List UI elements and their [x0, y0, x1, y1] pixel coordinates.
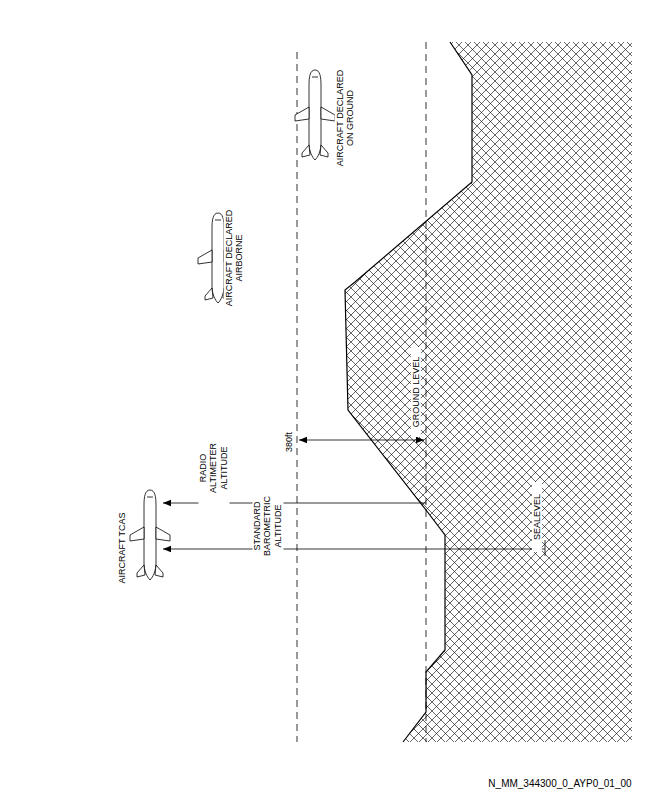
barometric-altitude-arrow: [163, 549, 545, 550]
airborne-threshold-line: [297, 52, 298, 742]
status-label: AIRCRAFT DECLARED AIRBORNE: [224, 208, 245, 308]
aircraft-on-ground: [295, 70, 335, 160]
terrain: [345, 42, 632, 742]
altitude-label: STANDARD BAROMETRIC ALTITUDE: [252, 493, 283, 559]
level-label: SEALEVEL: [532, 482, 542, 552]
dimension-label: 380ft: [284, 422, 294, 462]
level-label: GROUND LEVEL: [411, 347, 421, 437]
ground-level-line: [426, 42, 427, 742]
terrain-outline: [345, 42, 472, 742]
dimension-380ft: [299, 440, 424, 441]
aircraft-tcas: [130, 490, 170, 580]
status-label: AIRCRAFT DECLARED ON GROUND: [335, 68, 356, 168]
sea-level-tick: [545, 540, 546, 556]
drawing-number: N_MM_344300_0_AYP0_01_00: [475, 778, 645, 790]
altitude-label: RADIO ALTIMETER ALTITUDE: [198, 428, 229, 508]
aircraft-label: AIRCRAFT TCAS: [117, 493, 127, 603]
